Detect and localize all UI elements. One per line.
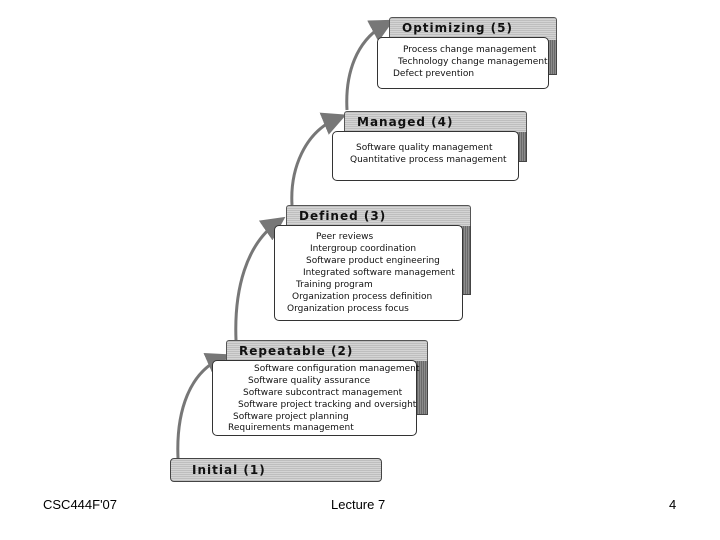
kpa-item: Software product engineering — [306, 256, 440, 266]
kpa-item: Process change management — [403, 45, 537, 55]
footer-lecture: Lecture 7 — [331, 497, 386, 512]
footer-course: CSC444F'07 — [43, 497, 118, 512]
level-managed-box: Software quality management Quantitative… — [332, 131, 519, 181]
kpa-item: Software quality assurance — [248, 376, 371, 386]
kpa-item: Technology change management — [398, 57, 548, 67]
kpa-item: Intergroup coordination — [310, 244, 417, 254]
kpa-item: Software project planning — [233, 412, 349, 422]
kpa-item: Quantitative process management — [350, 155, 507, 165]
kpa-item: Peer reviews — [316, 232, 374, 242]
kpa-item: Organization process definition — [292, 292, 433, 302]
kpa-item: Software configuration management — [254, 364, 420, 374]
kpa-item: Software subcontract management — [243, 388, 403, 398]
kpa-item: Requirements management — [228, 423, 354, 433]
arrow-managed-to-optimizing — [345, 19, 394, 111]
kpa-item: Integrated software management — [303, 268, 455, 278]
level-repeatable-box: Software configuration management Softwa… — [212, 360, 420, 436]
footer-page-number: 4 — [669, 497, 677, 512]
kpa-item: Organization process focus — [287, 304, 409, 314]
arrow-repeatable-to-defined — [234, 216, 286, 341]
level-optimizing-box: Process change management Technology cha… — [377, 37, 549, 89]
arrow-defined-to-managed — [290, 112, 347, 206]
level-repeatable-title: Repeatable (2) — [226, 340, 428, 362]
kpa-item: Software quality management — [356, 143, 493, 153]
kpa-item: Software project tracking and oversight — [238, 400, 417, 410]
level-managed-title: Managed (4) — [344, 111, 527, 133]
kpa-item: Training program — [296, 280, 373, 290]
level-defined-box: Peer reviews Intergroup coordination Sof… — [274, 225, 463, 321]
level-defined-title: Defined (3) — [286, 205, 471, 227]
kpa-item: Defect prevention — [393, 69, 475, 79]
level-initial-title: Initial (1) — [170, 458, 382, 482]
